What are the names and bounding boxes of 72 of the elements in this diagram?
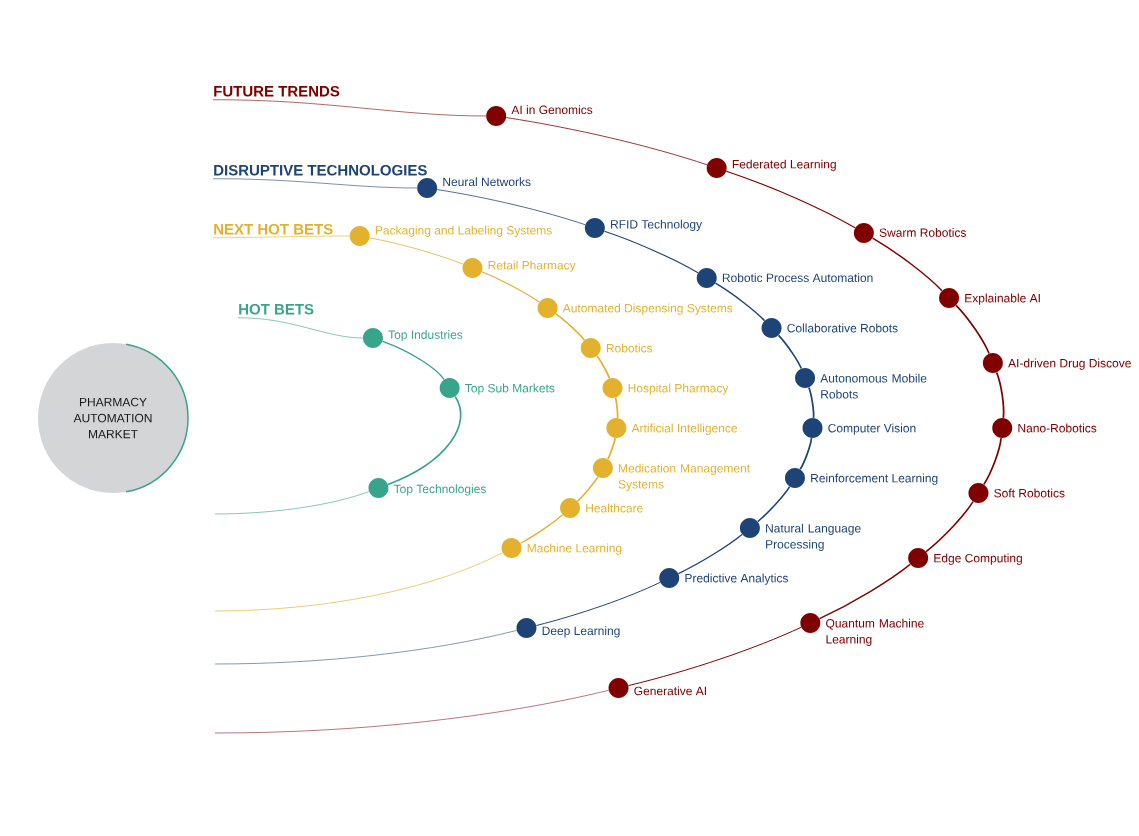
- item-label: Top Technologies: [393, 484, 486, 496]
- section-heading: FUTURE TRENDS: [214, 85, 340, 97]
- connector-line: [725, 170, 856, 229]
- item-label: Natural Language Processing: [766, 523, 861, 551]
- connector-line: [799, 437, 813, 471]
- connector-line: [237, 317, 364, 339]
- item-label: Federated Learning: [732, 159, 836, 171]
- item-label: Hospital Pharmacy: [628, 383, 729, 395]
- item-label: Medication Management Systems: [618, 463, 751, 491]
- connector-line: [214, 690, 609, 734]
- connector-line: [603, 230, 699, 274]
- connector-line: [212, 99, 487, 117]
- item-label: Healthcare: [586, 503, 643, 513]
- item-label: AI-driven Drug Discove: [1008, 358, 1131, 370]
- connector-line: [925, 500, 974, 553]
- item-label: Soft Robotics: [994, 488, 1065, 498]
- item-label: Autonomous Mobile Robots: [820, 373, 927, 399]
- connector-line: [212, 178, 418, 189]
- item-label: Swarm Robotics: [879, 228, 966, 237]
- connector-line: [576, 476, 599, 502]
- connector-line: [214, 491, 370, 515]
- section-heading: HOT BETS: [239, 303, 314, 315]
- connector-line: [627, 626, 802, 687]
- connector-line: [955, 304, 990, 355]
- connector-line: [505, 117, 708, 166]
- item-label: Packaging and Labeling Systems: [375, 225, 552, 237]
- connector-line: [555, 313, 586, 341]
- connector-line: [818, 563, 911, 620]
- connector-line: [871, 237, 943, 292]
- connector-line: [607, 437, 616, 460]
- connector-line: [212, 235, 350, 239]
- connector-line: [369, 237, 464, 265]
- item-label: Retail Pharmacy: [488, 260, 576, 272]
- connector-line: [519, 514, 564, 544]
- connector-line: [777, 334, 803, 370]
- connector-line: [756, 485, 791, 523]
- connector-line: [535, 581, 661, 626]
- connector-line: [995, 371, 1005, 419]
- connector-line: [807, 386, 815, 419]
- connector-line: [481, 271, 540, 303]
- item-label: Top Industries: [388, 330, 463, 342]
- item-label: Neural Networks: [443, 177, 531, 187]
- item-label: Robotic Process Automation: [722, 273, 873, 283]
- item-label: RFID Technology: [611, 219, 703, 231]
- item-label: Robotics: [606, 343, 653, 353]
- item-label: Computer Vision: [828, 423, 916, 435]
- section-heading: DISRUPTIVE TECHNOLOGIES: [214, 164, 427, 176]
- connector-line: [214, 552, 503, 612]
- item-label: Nano-Robotics: [1018, 423, 1097, 433]
- item-label: Quantum Machine Learning: [826, 618, 924, 646]
- item-label: Reinforcement Learning: [811, 473, 938, 485]
- item-label: Automated Dispensing Systems: [562, 303, 733, 315]
- item-label: Deep Learning: [542, 626, 620, 638]
- item-label: Artificial Intelligence: [631, 423, 738, 435]
- item-label: Edge Computing: [934, 553, 1022, 565]
- item-label: Predictive Analytics: [685, 573, 788, 585]
- item-label: AI in Genomics: [511, 105, 593, 115]
- item-label: Top Sub Markets: [465, 383, 555, 395]
- connector-line: [677, 533, 743, 575]
- item-label: Collaborative Robots: [787, 323, 898, 333]
- connector-line: [214, 630, 517, 665]
- item-label: Explainable AI: [965, 293, 1040, 305]
- connector-line: [387, 395, 462, 486]
- item-label: Machine Learning: [527, 543, 622, 555]
- item-label: Generative AI: [634, 686, 706, 696]
- connector-line: [983, 437, 1002, 486]
- connector-line: [614, 396, 619, 419]
- connector-line: [714, 282, 766, 322]
- connector-line: [436, 189, 586, 226]
- connector-line: [596, 355, 611, 380]
- section-heading: NEXT HOT BETS: [214, 223, 333, 235]
- connector-line: [381, 340, 445, 381]
